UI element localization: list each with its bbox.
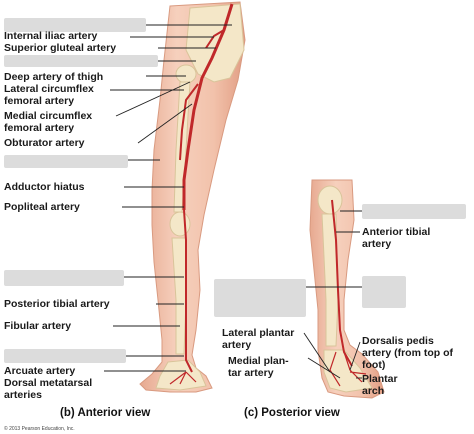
- label-superior-gluteal-artery: Superior gluteal artery: [4, 42, 117, 54]
- label-plantar-arch: Plantar: [362, 373, 398, 385]
- label-internal-iliac-artery: Internal iliac artery: [4, 30, 98, 42]
- label-adductor-hiatus: Adductor hiatus: [4, 181, 85, 193]
- femoral-head: [175, 64, 197, 84]
- anterior-leg-skin: [139, 1, 246, 393]
- label-dorsal-metatarsal: Dorsal metatarsal: [4, 377, 93, 389]
- posterior-tibia-fibula: [321, 213, 339, 347]
- blank-label-1[interactable]: [4, 18, 146, 32]
- anterior-pelvis: [185, 3, 245, 83]
- label-dorsalis-pedis: Dorsalis pedis: [362, 335, 434, 347]
- blank-label-5[interactable]: [4, 349, 126, 363]
- blank-label-4[interactable]: [4, 270, 124, 286]
- external-iliac-femoral-artery: [182, 3, 234, 210]
- label-posterior-tibial-artery: Posterior tibial artery: [4, 298, 110, 310]
- label-dorsal-metatarsal-line2: arteries: [4, 389, 42, 401]
- blank-label-7[interactable]: [214, 279, 306, 317]
- leader-lines: [104, 24, 362, 379]
- dorsal-metatarsal-arteries-b: [169, 371, 197, 385]
- label-dorsalis-pedis-line2: artery (from top of: [362, 347, 454, 359]
- caption-posterior-view: (c) Posterior view: [244, 407, 340, 419]
- blank-label-6[interactable]: [362, 204, 466, 219]
- posterior-leg: [309, 179, 385, 399]
- label-obturator-artery: Obturator artery: [4, 137, 85, 149]
- label-medial-circumflex-line2: femoral artery: [4, 122, 75, 134]
- posterior-foot-bones: [323, 349, 373, 393]
- label-plantar-arch-line2: arch: [362, 385, 385, 397]
- internal-iliac-artery: [205, 29, 225, 49]
- label-anterior-tibial-line2: artery: [362, 238, 392, 250]
- label-medial-circumflex: Medial circumflex: [4, 110, 93, 122]
- label-lateral-circumflex: Lateral circumflex: [4, 83, 94, 95]
- caption-anterior-view: (b) Anterior view: [60, 407, 151, 419]
- anterior-leg: [139, 1, 246, 393]
- label-lateral-circumflex-line2: femoral artery: [4, 95, 75, 107]
- anterior-tibial-artery-b: [183, 209, 193, 373]
- label-anterior-tibial: Anterior tibial: [362, 226, 431, 238]
- label-arcuate-artery: Arcuate artery: [4, 365, 76, 377]
- label-lateral-plantar: Lateral plantar: [222, 327, 295, 339]
- label-dorsalis-pedis-line3: foot): [362, 359, 386, 371]
- label-lateral-plantar-line2: artery: [222, 339, 252, 351]
- copyright-notice: © 2013 Pearson Education, Inc.: [4, 426, 75, 432]
- blank-label-2[interactable]: [4, 55, 158, 67]
- label-deep-artery-of-thigh: Deep artery of thigh: [4, 71, 104, 83]
- blank-label-8[interactable]: [362, 276, 406, 308]
- label-fibular-artery: Fibular artery: [4, 320, 72, 332]
- patella: [169, 211, 191, 237]
- label-medial-plantar: Medial plan-: [228, 355, 289, 367]
- deep-artery-of-thigh: [179, 83, 199, 161]
- label-medial-plantar-line2: tar artery: [228, 367, 274, 379]
- label-popliteal-artery: Popliteal artery: [4, 201, 80, 213]
- blank-label-3[interactable]: [4, 155, 128, 168]
- posterior-knee-bone: [317, 185, 343, 215]
